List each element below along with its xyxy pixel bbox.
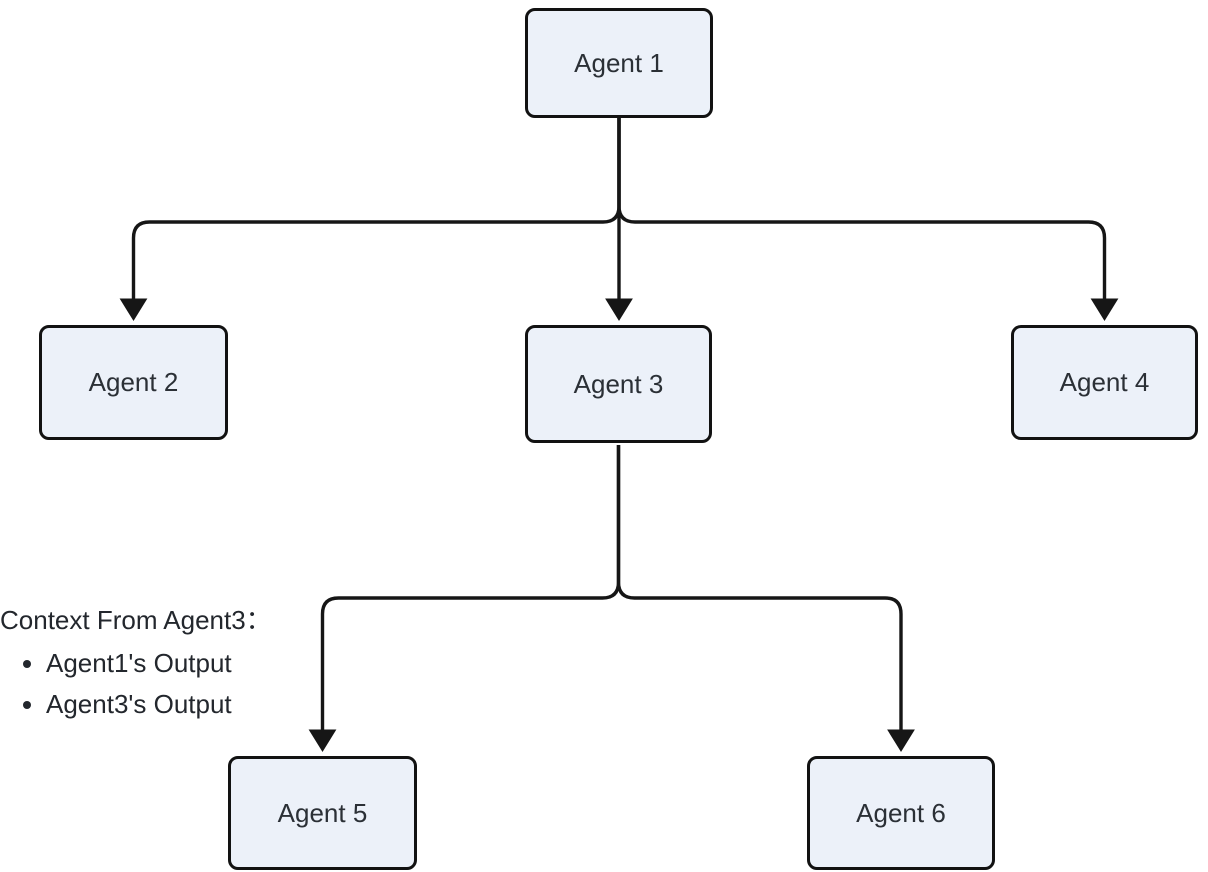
node-agent-6: Agent 6	[807, 756, 995, 870]
arrowhead-agent3	[605, 298, 633, 321]
node-agent-2-label: Agent 2	[88, 367, 179, 397]
node-agent-3: Agent 3	[525, 325, 712, 443]
node-agent-2: Agent 2	[39, 325, 228, 440]
arrowhead-agent2	[119, 298, 148, 321]
context-annotation-list: Agent1's Output Agent3's Output	[0, 648, 300, 720]
node-agent-4: Agent 4	[1011, 325, 1198, 440]
node-agent-5: Agent 5	[228, 756, 417, 870]
edge-agent3-agent5	[320, 445, 621, 731]
node-agent-1-label: Agent 1	[574, 47, 664, 78]
edge-agent1-agent4	[617, 118, 1107, 300]
context-annotation: Context From Agent3： Agent1's Output Age…	[0, 600, 300, 730]
context-annotation-title: Context From Agent3：	[0, 605, 272, 635]
node-agent-6-label: Agent 6	[856, 797, 946, 828]
node-agent-4-label: Agent 4	[1059, 367, 1150, 397]
arrowhead-agent5	[308, 729, 337, 752]
arrowhead-agent6	[887, 729, 915, 752]
node-agent-3-label: Agent 3	[573, 368, 664, 399]
context-annotation-item: Agent1's Output	[46, 648, 300, 679]
context-annotation-item: Agent3's Output	[46, 689, 300, 720]
edge-agent3-agent6	[616, 445, 903, 731]
edge-agent1-agent2	[131, 118, 621, 300]
arrowhead-agent4	[1090, 298, 1119, 321]
node-agent-1: Agent 1	[525, 8, 713, 118]
node-agent-5-label: Agent 5	[277, 797, 368, 828]
